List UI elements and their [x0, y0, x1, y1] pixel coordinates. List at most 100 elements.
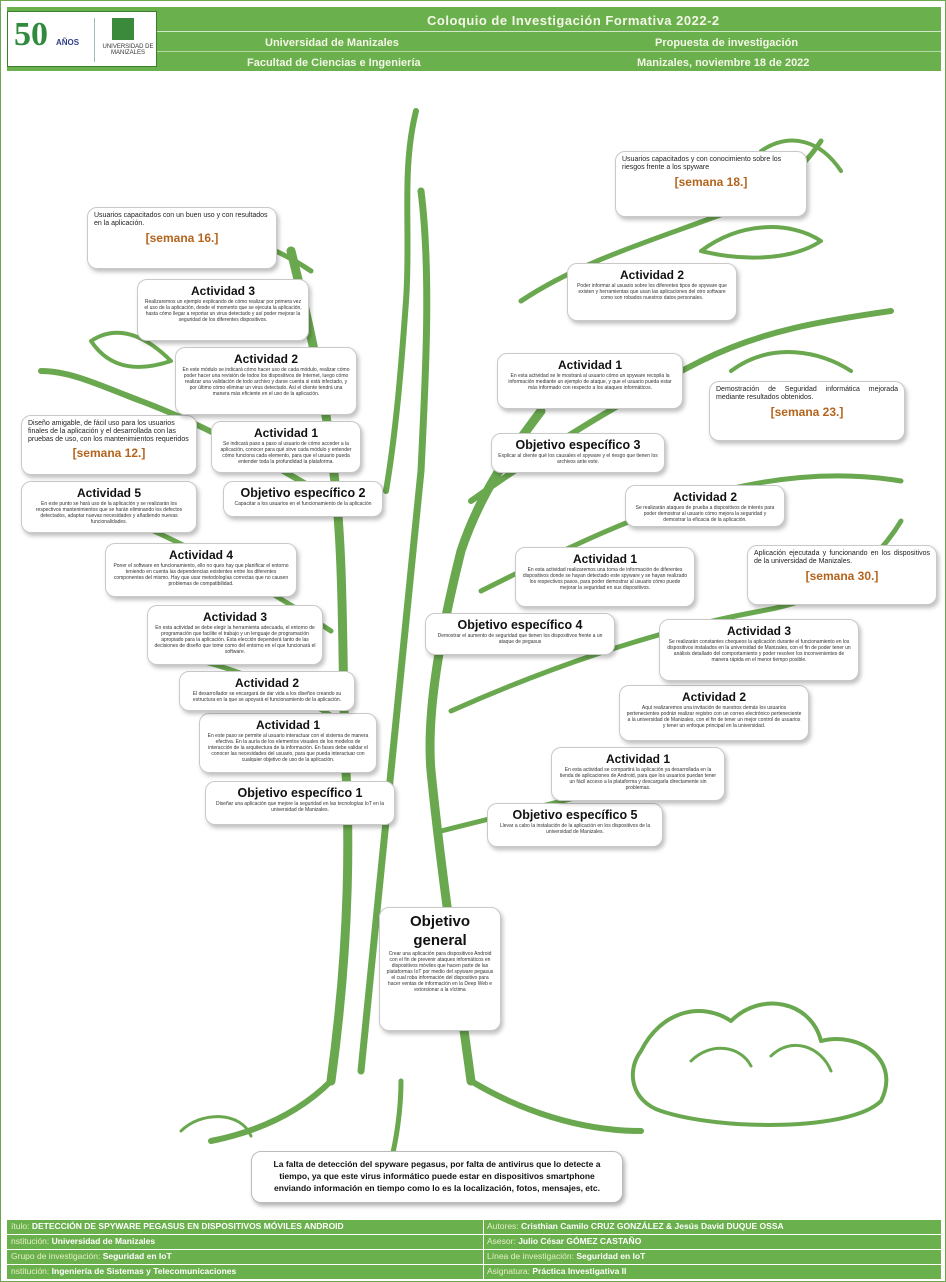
- obj1-activity-1-card: Actividad 1 En este paso se permite al u…: [199, 713, 377, 773]
- activity-text: Realizaremos un ejemplo explicando de có…: [144, 299, 302, 323]
- event-title: Coloquio de Investigación Formativa 2022…: [427, 13, 720, 28]
- obj1-activity-5-card: Actividad 5 En este punto se hará uso de…: [21, 481, 197, 533]
- activity-text: En este paso se permite al usuario inter…: [207, 733, 369, 763]
- objective-1-title: Objetivo específico 1: [237, 786, 363, 800]
- footer-label: Grupo de investigación:: [11, 1251, 101, 1261]
- research-group: Seguridad en IoT: [102, 1251, 172, 1261]
- activity-title: Actividad 5: [76, 486, 142, 500]
- header-divider: [7, 31, 941, 32]
- activity-title: Actividad 2: [681, 690, 747, 704]
- obj1-activity-3-card: Actividad 3 En esta actividad se debe el…: [147, 605, 323, 665]
- footer-label: Asignatura:: [487, 1266, 530, 1276]
- research-line: Seguridad en IoT: [576, 1251, 646, 1261]
- objective-4-text: Demostrar el aumento de seguridad que ti…: [437, 633, 603, 645]
- institution: Universidad de Manizales: [51, 1236, 156, 1246]
- result-week: [semana 30.]: [805, 569, 879, 583]
- activity-text: El desarrollador se encargará de dar vid…: [192, 691, 342, 703]
- footer-label: Línea de investigación:: [487, 1251, 574, 1261]
- program: Ingeniería de Sistemas y Telecomunicacio…: [51, 1266, 237, 1276]
- obj2-result-card: Usuarios capacitados con un buen uso y c…: [87, 207, 277, 269]
- objective-1-text: Diseñar una aplicación que mejore la seg…: [215, 801, 385, 813]
- university-emblem-icon: [112, 18, 134, 40]
- activity-title: Actividad 1: [255, 718, 321, 732]
- objective-4-card: Objetivo específico 4 Demostrar el aumen…: [425, 613, 615, 655]
- university-logo: 50 AÑOS UNIVERSIDAD DE MANIZALES: [7, 11, 157, 67]
- obj3-result-card: Usuarios capacitados y con conocimiento …: [615, 151, 807, 217]
- result-text: Aplicación ejecutada y funcionando en lo…: [754, 550, 930, 565]
- obj2-activity-1-card: Actividad 1 Se indicará paso a paso al u…: [211, 421, 361, 473]
- objective-2-text: Capacitar a los usuarios en el funcionam…: [234, 501, 372, 507]
- obj5-result-card: Aplicación ejecutada y funcionando en lo…: [747, 545, 937, 605]
- objective-1-card: Objetivo específico 1 Diseñar una aplica…: [205, 781, 395, 825]
- logo-years-label: AÑOS: [56, 38, 80, 47]
- logo-small-text: UNIVERSIDAD DE MANIZALES: [102, 44, 154, 56]
- project-title: DETECCIÓN DE SPYWARE PEGASUS EN DISPOSIT…: [31, 1221, 344, 1231]
- footer-label: ítulo:: [11, 1221, 30, 1231]
- objective-3-title: Objetivo específico 3: [515, 438, 641, 452]
- footer-label: Asesor:: [487, 1236, 516, 1246]
- university-name: Universidad de Manizales: [265, 37, 399, 49]
- obj3-activity-2-card: Actividad 2 Poder informar al usuario so…: [567, 263, 737, 321]
- activity-title: Actividad 3: [190, 284, 256, 298]
- activity-text: Se realizarán constantes chequeos la apl…: [667, 639, 851, 663]
- result-text: Diseño amigable, de fácil uso para los u…: [28, 420, 189, 443]
- obj5-activity-3-card: Actividad 3 Se realizarán constantes che…: [659, 619, 859, 681]
- result-week: [semana 16.]: [145, 231, 219, 245]
- activity-title: Actividad 1: [572, 552, 638, 566]
- obj5-activity-1-card: Actividad 1 En esta actividad se compart…: [551, 747, 725, 801]
- result-text: Demostración de Seguridad informática me…: [716, 386, 898, 401]
- faculty-name: Facultad de Ciencias e Ingeniería: [247, 57, 421, 69]
- obj4-result-card: Demostración de Seguridad informática me…: [709, 381, 905, 441]
- activity-title: Actividad 1: [253, 426, 319, 440]
- obj2-activity-2-card: Actividad 2 En este módulo se indicará c…: [175, 347, 357, 415]
- footer-row: nstitución: Ingeniería de Sistemas y Tel…: [7, 1264, 941, 1278]
- result-text: Usuarios capacitados con un buen uso y c…: [94, 212, 268, 227]
- activity-text: En esta actividad se debe elegir la herr…: [154, 625, 316, 655]
- event-date: Manizales, noviembre 18 de 2022: [637, 57, 810, 69]
- activity-title: Actividad 2: [619, 268, 685, 282]
- activity-text: En esta actividad se compartirá la aplic…: [559, 767, 717, 791]
- activity-text: Poner el software en funcionamiento, ell…: [113, 563, 289, 587]
- problem-statement: La falta de detección del spyware pegasu…: [251, 1151, 623, 1203]
- activity-text: En este punto se hará uso de la aplicaci…: [35, 501, 183, 525]
- objective-2-title: Objetivo específico 2: [240, 486, 366, 500]
- activity-title: Actividad 2: [672, 490, 738, 504]
- result-week: [semana 18.]: [674, 175, 748, 189]
- activity-text: Aquí realizaremos una invitación de nues…: [626, 705, 802, 729]
- header-divider: [7, 51, 941, 52]
- footer-banner: ítulo: DETECCIÓN DE SPYWARE PEGASUS EN D…: [7, 1219, 941, 1279]
- obj1-result-card: Diseño amigable, de fácil uso para los u…: [21, 415, 197, 475]
- footer-row: Grupo de investigación: Seguridad en IoT…: [7, 1249, 941, 1263]
- activity-text: En este módulo se indicará cómo hacer us…: [182, 367, 350, 397]
- activity-text: En esta actividad realizaremos una toma …: [522, 567, 688, 591]
- header-banner: Coloquio de Investigación Formativa 2022…: [7, 7, 941, 71]
- objective-3-text: Explicar al cliente qué los causales el …: [498, 453, 658, 465]
- general-objective-title: Objetivo general: [409, 913, 470, 949]
- activity-title: Actividad 3: [726, 624, 792, 638]
- footer-label: nstitución:: [11, 1236, 50, 1246]
- activity-text: Se indicará paso a paso al usuario de có…: [220, 441, 352, 465]
- objective-3-card: Objetivo específico 3 Explicar al client…: [491, 433, 665, 473]
- activity-title: Actividad 1: [605, 752, 671, 766]
- advisor: Julio César GÓMEZ CASTAÑO: [518, 1236, 642, 1246]
- activity-text: En esta actividad se le mostrará al usua…: [508, 373, 672, 391]
- obj4-activity-1-card: Actividad 1 En esta actividad realizarem…: [515, 547, 695, 607]
- result-week: [semana 23.]: [770, 405, 844, 419]
- general-objective-card: Objetivo general Crear una aplicación pa…: [379, 907, 501, 1031]
- objective-4-title: Objetivo específico 4: [457, 618, 583, 632]
- logo-50-years: 50: [14, 16, 48, 53]
- logo-divider: [94, 18, 95, 62]
- objective-2-card: Objetivo específico 2 Capacitar a los us…: [223, 481, 383, 517]
- objective-5-card: Objetivo específico 5 Llevar a cabo la i…: [487, 803, 663, 847]
- objective-5-text: Llevar a cabo la instalación de la aplic…: [499, 823, 651, 835]
- obj1-activity-4-card: Actividad 4 Poner el software en funcion…: [105, 543, 297, 597]
- obj2-activity-3-card: Actividad 3 Realizaremos un ejemplo expl…: [137, 279, 309, 341]
- activity-title: Actividad 2: [233, 352, 299, 366]
- obj4-activity-2-card: Actividad 2 Se realizarán ataques de pru…: [625, 485, 785, 527]
- proposal-label: Propuesta de investigación: [655, 37, 799, 49]
- footer-label: Autores:: [487, 1221, 519, 1231]
- footer-row: ítulo: DETECCIÓN DE SPYWARE PEGASUS EN D…: [7, 1219, 941, 1233]
- result-text: Usuarios capacitados y con conocimiento …: [622, 156, 782, 171]
- activity-text: Se realizarán ataques de prueba a dispos…: [635, 505, 775, 523]
